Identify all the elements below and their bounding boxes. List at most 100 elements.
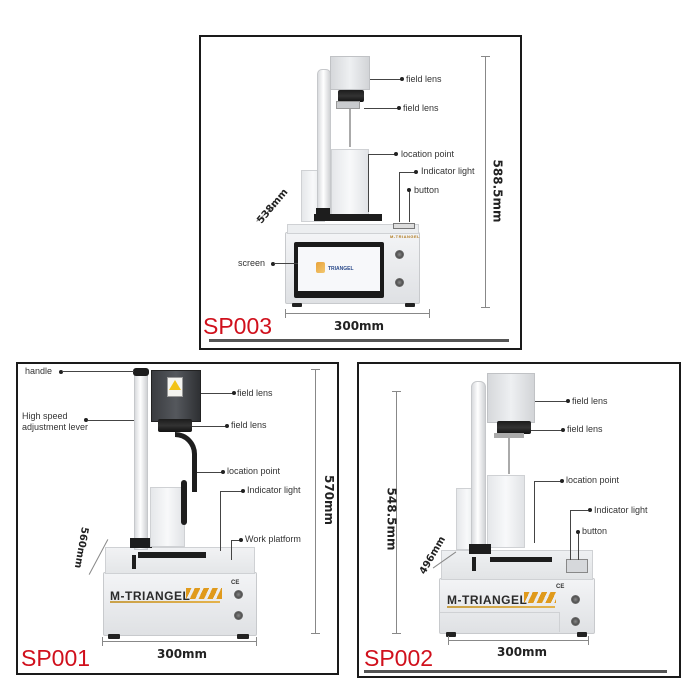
callout-dot [560,479,564,483]
column-base-collar [130,538,152,548]
callout-dot [397,106,401,110]
knob-upper [234,590,243,599]
dimension-line-height [396,391,397,633]
label-lever-line1: High speed [22,411,68,421]
lens-mount [494,433,524,438]
ce-mark: CE [231,580,240,586]
label-location-point: location point [401,149,455,159]
label-handle: handle [25,366,53,376]
lift-box [150,487,185,547]
base-top [105,547,255,574]
label-field-lens-2: field lens [231,420,267,430]
laser-knob [395,278,404,287]
callout-dot [271,262,275,266]
callout-dot [221,470,225,474]
model-label-sp003: SP003 [203,313,273,339]
dimension-tick [392,391,401,392]
foot-left [108,634,120,639]
laser-warning-icon [169,380,181,390]
callout-dot [232,391,236,395]
label-lever-line2: adjustment lever [22,422,89,432]
foot-left [292,303,302,307]
dimension-tick [256,637,257,646]
leader-line [201,393,234,394]
label-indicator-light: Indicator light [247,485,301,495]
field-lens [158,419,192,432]
dimension-width: 300mm [334,319,385,333]
label-field-lens-1: field lens [572,396,608,406]
label-field-lens-1: field lens [406,74,442,84]
laser-head [330,56,370,90]
foot-right [237,634,249,639]
fiber-cable [175,432,197,492]
leader-line [534,481,561,482]
brand-underline [447,606,555,608]
screen-display [298,247,380,291]
dimension-tick [429,309,430,318]
dimension-tick [311,369,320,370]
callout-dot [394,152,398,156]
foot-right [405,303,415,307]
panel-underline [209,339,509,342]
dimension-tick [102,637,103,646]
dimension-height: 570mm [322,474,337,526]
leader-line [535,401,568,402]
leader-line [399,172,400,222]
touch-screen: TRIANGEL [294,242,384,298]
leader-line [534,481,535,543]
label-button: button [414,185,440,195]
pointer-rod [508,438,510,474]
ce-mark: CE [556,584,565,590]
leader-line [62,371,134,372]
label-work-platform: Work platform [245,534,301,544]
clamp [316,208,330,215]
leader-line [578,532,579,560]
field-lens [497,421,531,434]
lift-box [331,149,369,219]
callout-dot [241,489,245,493]
laser-head [487,373,535,423]
leader-line [220,491,221,551]
work-platform-rail [490,557,552,562]
label-indicator-light: Indicator light [594,505,648,515]
leader-line [197,472,222,473]
clamp-arm [472,557,476,571]
dimension-width: 300mm [497,645,548,659]
dimension-tick [481,307,490,308]
brand-underline [110,601,220,603]
work-platform-rail [314,214,382,221]
leader-line [370,79,402,80]
lift-box [487,475,525,548]
label-field-lens-2: field lens [403,103,439,113]
callout-dot [407,188,411,192]
leader-line [220,491,242,492]
work-platform-rail [138,552,206,558]
knob-lower [571,617,580,626]
callout-dot [400,77,404,81]
panel-brand: M-TRIANGEL [390,234,421,239]
pointer-rod [349,109,351,147]
leader-line [231,540,240,541]
callout-dot [59,370,63,374]
field-lens [338,90,364,102]
dimension-tick [588,636,589,645]
column [471,381,486,553]
brand-stripes [186,588,222,599]
leader-line [364,108,399,109]
control-buttons [566,559,588,573]
dimension-height: 548.5mm [384,487,399,551]
foot-right [577,632,587,637]
dimension-line-width [285,313,429,314]
knob-lower [234,611,243,620]
label-field-lens-1: field lens [237,388,273,398]
label-button: button [582,526,608,536]
label-location-point: location point [566,475,620,485]
knob-upper [571,595,580,604]
handle-cap [133,368,149,376]
dimension-tick [481,56,490,57]
leader-line [231,540,232,560]
callout-dot [576,530,580,534]
dimension-line-width [448,640,588,641]
label-indicator-light: Indicator light [421,166,475,176]
foot-left [446,632,456,637]
